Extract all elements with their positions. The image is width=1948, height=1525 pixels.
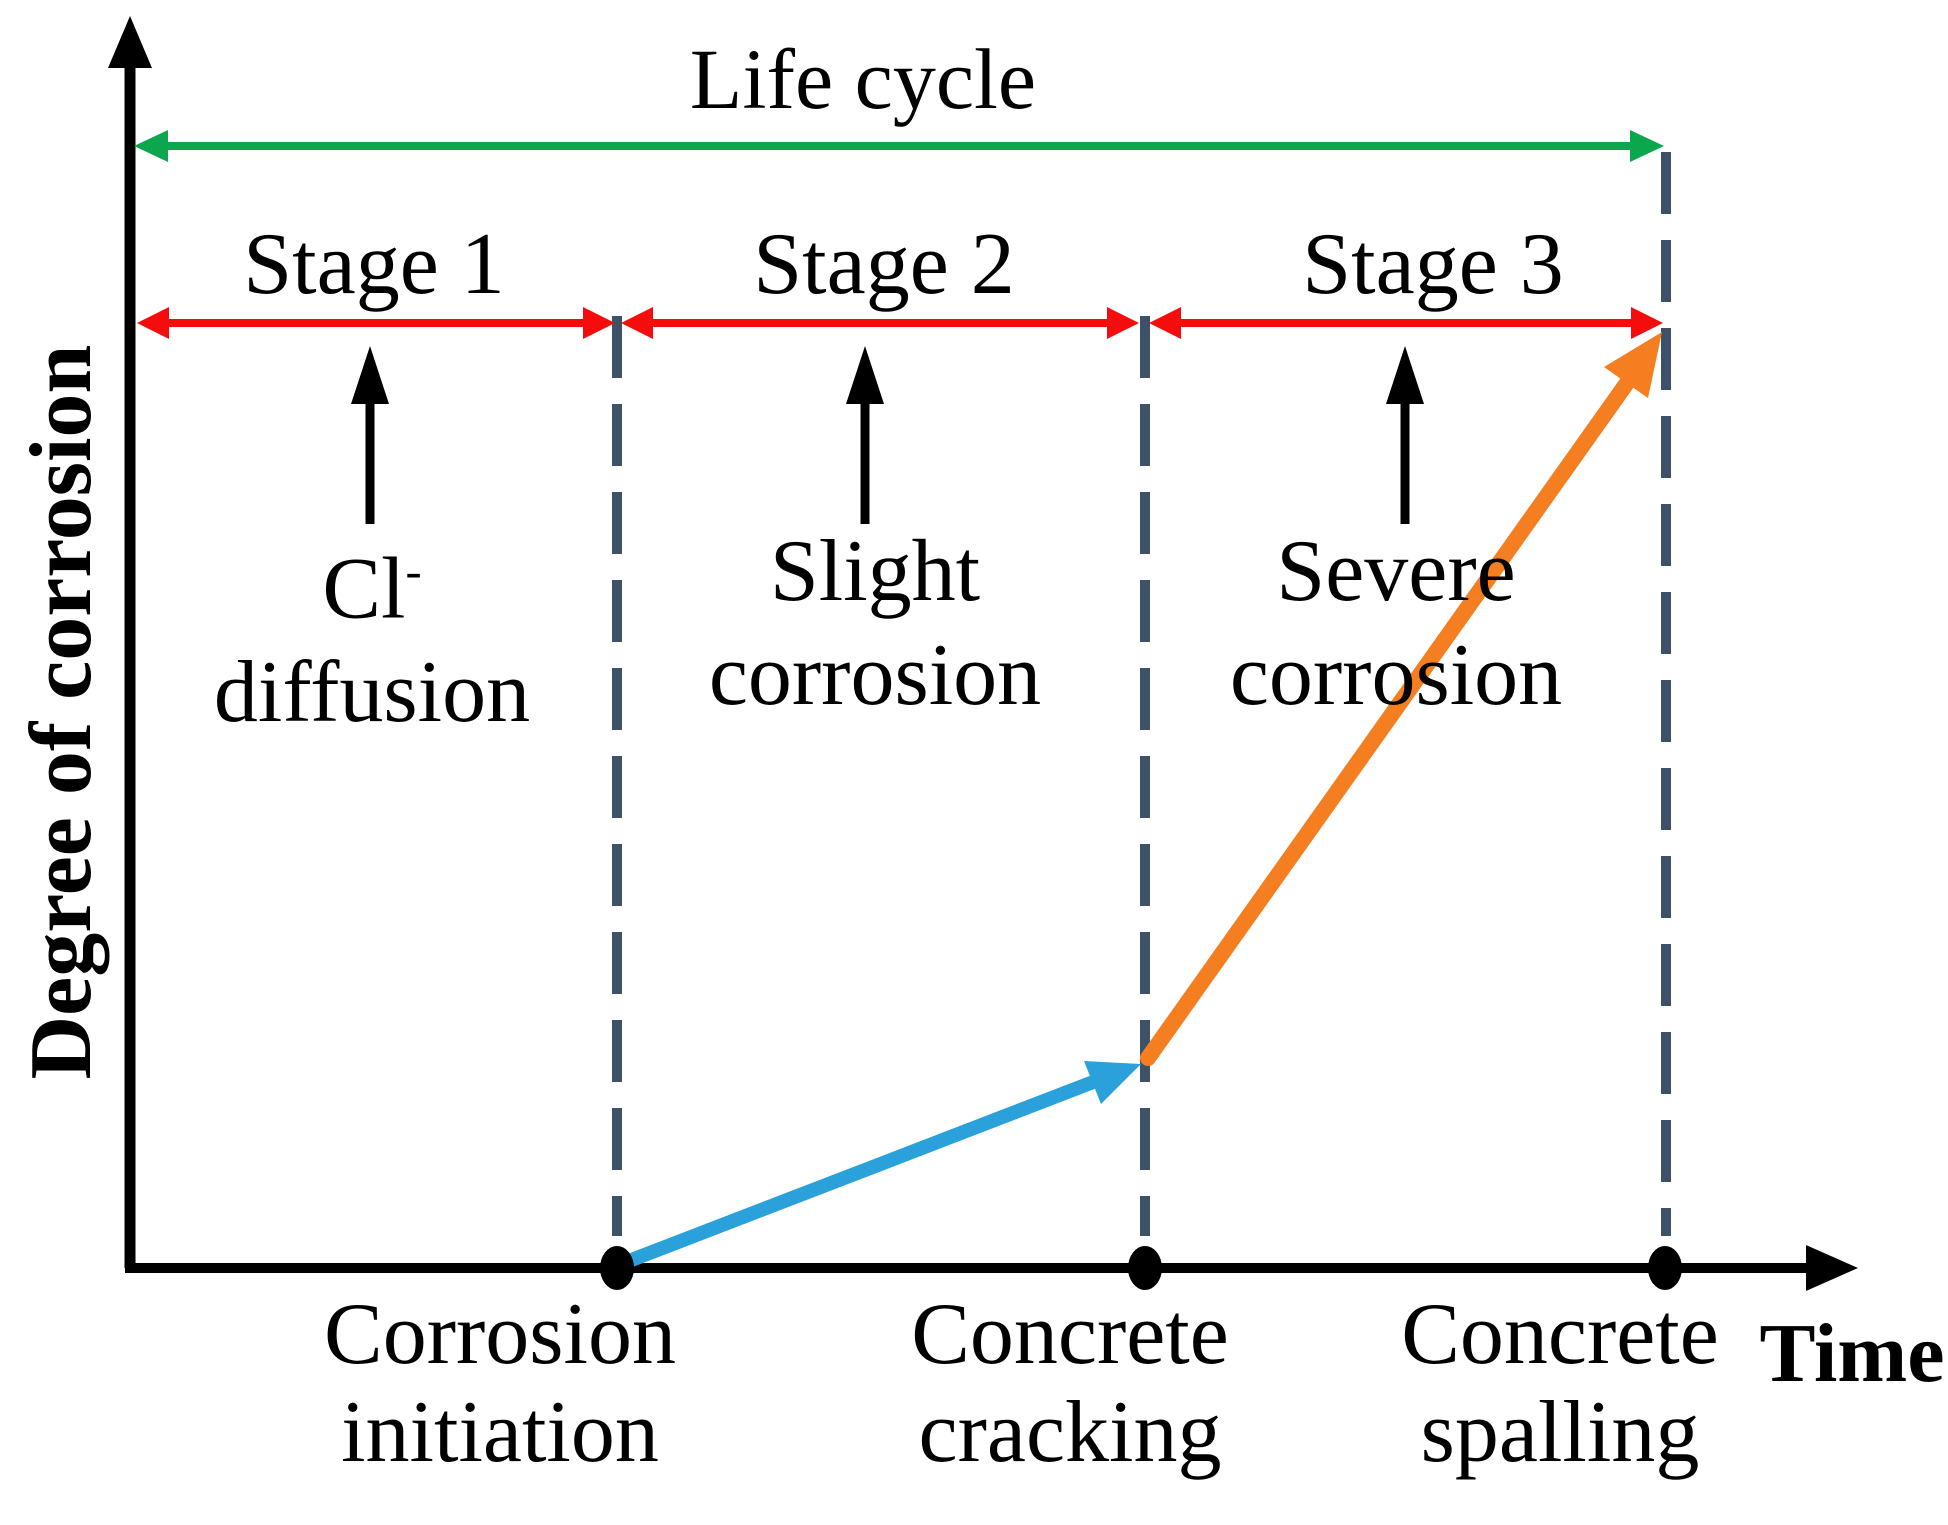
orange-curve-line [1140, 365, 1642, 1066]
stage1-pointer-arrow [351, 346, 389, 524]
milestone-1-line1: Corrosion [324, 1286, 676, 1383]
milestone-dot-concrete-spalling [1648, 1246, 1682, 1290]
milestone-label-concrete-spalling: Concrete spalling [1401, 1286, 1719, 1482]
milestone-label-corrosion-initiation: Corrosion initiation [324, 1286, 676, 1482]
stage-3-caption-line1: Severe [1276, 523, 1516, 620]
milestone-1-line2: initiation [341, 1384, 659, 1481]
milestone-label-concrete-cracking: Concrete cracking [911, 1286, 1229, 1482]
life-cycle-label: Life cycle [689, 31, 1037, 127]
stage-1-label: Stage 1 [243, 216, 505, 313]
y-axis-label: Degree of corrosion [13, 344, 110, 1080]
stage-2-caption: Slight corrosion [709, 520, 1041, 728]
stage-3-label: Stage 3 [1302, 216, 1564, 313]
stage2-extent-arrow [621, 307, 1139, 339]
stage-1-caption: Cl- diffusion [214, 520, 530, 745]
stage3-extent-arrowhead-left [1149, 307, 1181, 339]
life-cycle-arrowhead-left [134, 130, 168, 162]
milestone-dot-corrosion-initiation [600, 1246, 634, 1290]
milestone-2-line1: Concrete [911, 1286, 1229, 1383]
stage3-pointer-arrow [1386, 346, 1424, 524]
blue-curve-line [614, 1072, 1108, 1271]
orange-curve-arrowhead [1604, 332, 1662, 398]
x-axis-label: Time [1759, 1307, 1945, 1400]
stage-1-caption-line2: diffusion [213, 644, 531, 742]
x-axis-arrowhead [1806, 1245, 1858, 1291]
milestone-2-line2: cracking [918, 1384, 1222, 1481]
stage-2-label: Stage 2 [753, 216, 1015, 313]
superscript-minus: - [405, 545, 422, 598]
milestone-3-line1: Concrete [1401, 1286, 1719, 1383]
stage3-pointer-arrowhead [1386, 346, 1424, 404]
blue-curve-arrowhead [1084, 1061, 1141, 1104]
stage1-extent-arrowhead-right [583, 307, 615, 339]
stage-2-caption-line2: corrosion [708, 627, 1042, 724]
life-cycle-arrow [134, 130, 1664, 162]
stage-3-caption: Severe corrosion [1230, 520, 1562, 728]
curve-segment-slight-corrosion [614, 1061, 1141, 1271]
stage2-pointer-arrowhead [846, 346, 884, 404]
stage-2-caption-line1: Slight [769, 523, 981, 620]
milestone-3-line2: spalling [1420, 1384, 1700, 1481]
stage1-extent-arrow [137, 307, 615, 339]
stage3-extent-arrowhead-right [1631, 307, 1663, 339]
stage-3-caption-line2: corrosion [1229, 627, 1563, 724]
stage2-extent-arrowhead-left [621, 307, 653, 339]
stage1-extent-arrowhead-left [137, 307, 169, 339]
milestone-dot-concrete-cracking [1128, 1246, 1162, 1290]
stage2-extent-arrowhead-right [1107, 307, 1139, 339]
stage2-pointer-arrow [846, 346, 884, 524]
stage-1-caption-line1: Cl- [322, 540, 422, 638]
stage1-pointer-arrowhead [351, 346, 389, 404]
curve-segment-severe-corrosion [1140, 332, 1662, 1066]
stage3-extent-arrow [1149, 307, 1663, 339]
y-axis-arrowhead [108, 16, 152, 68]
life-cycle-arrowhead-right [1630, 130, 1664, 162]
